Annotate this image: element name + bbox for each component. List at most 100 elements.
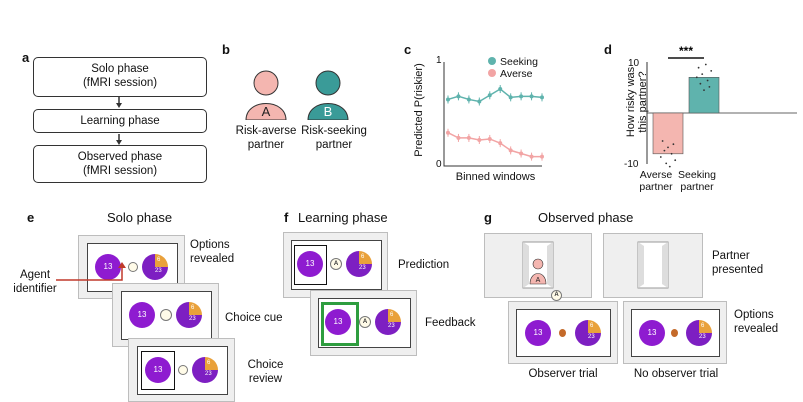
learning-screen-prediction-frame: 13 A 6 23	[291, 240, 382, 290]
legend-item-averse: Averse	[488, 68, 538, 80]
chart-d-dot	[695, 76, 698, 79]
panel-c-letter: c	[404, 42, 412, 57]
label-options-revealed-g-2: revealed	[734, 323, 779, 335]
flow-box-learning-title: Learning phase	[80, 115, 160, 127]
chart-d-dot	[668, 165, 671, 168]
chart-d-dot	[665, 162, 668, 165]
observer-identifier-icon: A	[551, 290, 562, 301]
partner-a-icon: A	[245, 70, 287, 120]
chart-d-dot	[697, 66, 700, 69]
big-circle-value: 13	[305, 259, 315, 268]
partner-a-label-line2: partner	[247, 139, 285, 151]
partner-b-icon: B	[307, 70, 349, 120]
agent-identifier-label-1: Agent	[19, 269, 51, 281]
agent-identifier-icon	[128, 262, 138, 272]
chart-d-bar-seeking	[688, 76, 720, 114]
label-options-revealed-g-1: Options	[734, 309, 774, 321]
partner-a-label: Risk-averse partner	[226, 124, 306, 152]
label-no-observer-trial: No observer trial	[633, 368, 719, 380]
chart-c-axes	[443, 62, 542, 167]
agent-identifier-arrow	[56, 262, 126, 281]
chart-d-xcat-averse-1: Averse	[639, 169, 673, 181]
big-circle: 13	[325, 309, 351, 335]
chart-d-dot	[704, 63, 707, 66]
partner-a-label-line1: Risk-averse	[235, 125, 297, 137]
empty-door-illustration	[637, 241, 669, 289]
small-circle-top-value: 6	[191, 305, 195, 311]
label-partner-presented: Partner presented	[712, 249, 772, 277]
legend-label-averse: Averse	[500, 68, 533, 80]
chart-d-ytick-top: 10	[628, 58, 640, 69]
label-options-revealed-2: revealed	[190, 253, 235, 265]
chart-d-dot	[706, 79, 709, 82]
agent-identifier-icon	[178, 365, 188, 375]
chart-d-ytick-bottom: -10	[624, 159, 639, 170]
chart-d-dot	[708, 86, 711, 88]
panel-d-letter: d	[604, 42, 612, 57]
chart-d-dot	[663, 149, 666, 152]
panel-e-title: Solo phase	[107, 210, 173, 225]
partner-identifier-icon: A	[330, 258, 342, 270]
label-options-revealed: Options revealed	[190, 238, 245, 266]
label-feedback: Feedback	[425, 317, 476, 329]
flow-box-observed-sub: (fMRI session)	[82, 165, 158, 177]
small-circle-icon: 6 23	[346, 251, 372, 277]
chart-d-xcat-averse: Averse partner	[632, 169, 680, 193]
big-circle: 13	[95, 254, 121, 280]
chart-c-legend: Seeking Averse	[488, 56, 538, 80]
agent-identifier-icon	[160, 309, 172, 321]
chart-d-dot	[661, 140, 664, 142]
label-options-revealed-g: Options revealed	[734, 308, 789, 336]
legend-swatch-averse	[488, 69, 496, 77]
chart-c-line-averse	[447, 132, 542, 158]
label-prediction: Prediction	[398, 259, 450, 271]
legend-label-seeking: Seeking	[500, 56, 538, 68]
panel-f-title: Learning phase	[298, 210, 388, 225]
big-circle-value: 13	[333, 317, 343, 326]
big-circle-value: 13	[137, 310, 147, 319]
flow-box-observed: Observed phase (fMRI session)	[33, 145, 207, 183]
chart-d-xcat-seeking-2: partner	[680, 181, 714, 193]
small-circle-top-value: 6	[701, 323, 705, 329]
observed-screen-empty	[603, 233, 703, 298]
chart-d-plot: ***	[646, 44, 797, 168]
big-circle: 13	[145, 357, 171, 383]
label-options-revealed-1: Options	[190, 239, 230, 251]
learning-screen-prediction: 13 A 6 23	[283, 232, 388, 298]
prediction-box	[294, 245, 327, 285]
small-circle-top-value: 6	[361, 254, 365, 260]
chart-d-dot	[710, 70, 713, 72]
fixation-icon	[559, 329, 566, 337]
small-circle-top-value: 6	[207, 360, 211, 366]
chart-d-dot	[674, 159, 677, 162]
panel-g-title: Observed phase	[538, 210, 634, 225]
agent-identifier-label: Agent identifier	[10, 268, 60, 296]
partner-identifier-icon: A	[359, 316, 371, 328]
flow-box-solo-sub: (fMRI session)	[82, 77, 158, 89]
partner-b-letter: B	[324, 104, 333, 119]
partner-door-illustration: A	[522, 241, 554, 289]
small-circle-bottom-value: 23	[699, 334, 706, 340]
big-circle-value: 13	[103, 262, 113, 271]
panel-b-letter: b	[222, 42, 230, 57]
partner-b-label: Risk-seeking partner	[294, 124, 374, 152]
partner-a-letter: A	[262, 104, 271, 119]
chart-c-plot	[443, 62, 544, 167]
chart-d-dot	[703, 89, 705, 91]
small-circle-bottom-value: 23	[359, 265, 366, 271]
small-circle-top-value: 6	[590, 323, 594, 329]
flow-box-solo-title: Solo phase	[91, 63, 149, 75]
panel-a-letter: a	[22, 50, 30, 65]
small-circle-top-value: 6	[390, 312, 394, 318]
small-circle-bottom-value: 23	[588, 334, 595, 340]
